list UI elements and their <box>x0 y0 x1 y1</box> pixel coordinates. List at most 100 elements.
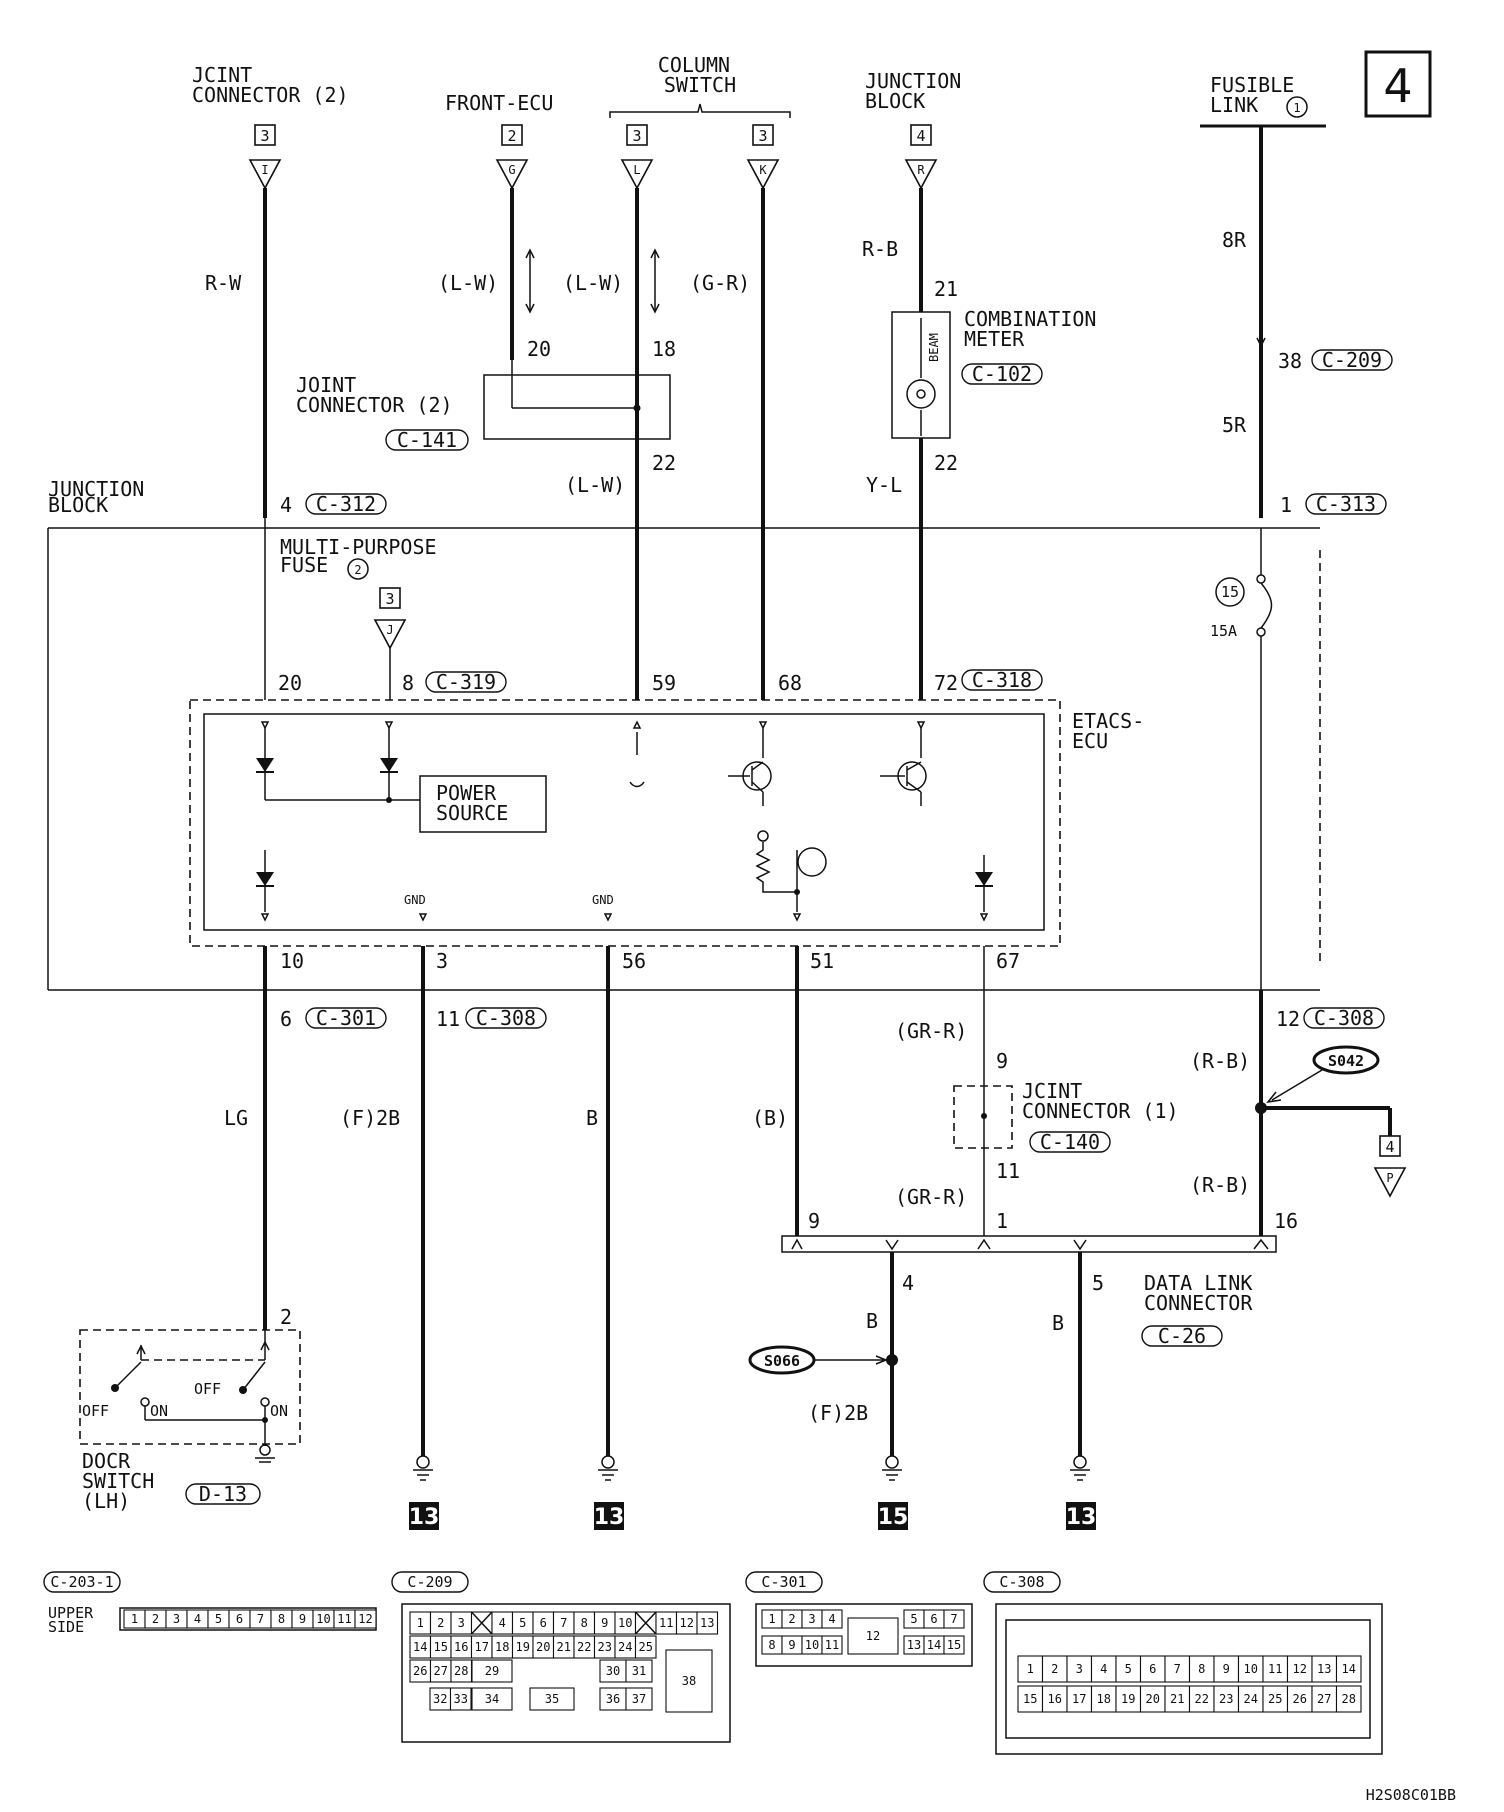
source-column-switch: COLUMN SWITCH 3 L 3 K <box>609 53 791 190</box>
jc1-line2: CONNECTOR (1) <box>1022 1099 1179 1123</box>
c209-pin: 9 <box>601 1616 608 1630</box>
source-jcint-connector-2: JCINT CONNECTOR (2) 3 I <box>192 63 349 190</box>
wire-color: (R-B) <box>1190 1049 1250 1073</box>
svg-text:C-203-1: C-203-1 <box>50 1573 113 1591</box>
c209-cell <box>665 1649 713 1713</box>
c301-pin: 9 <box>788 1638 795 1652</box>
pin: 38 <box>1278 349 1302 373</box>
wire-color: B <box>866 1309 878 1333</box>
pin: 16 <box>1274 1209 1298 1233</box>
c308-cell <box>1335 1685 1362 1713</box>
svg-text:3: 3 <box>385 590 394 608</box>
c209-pin: 32 <box>433 1692 447 1706</box>
wire-color: 5R <box>1222 413 1247 437</box>
c209-blank <box>470 1611 493 1635</box>
wire-color: (F)2B <box>340 1106 400 1130</box>
source-letter: R <box>917 163 925 177</box>
wire-color: (GR-R) <box>895 1185 967 1209</box>
source-front-ecu: FRONT-ECU 2 G <box>445 91 553 190</box>
wire-color: (F)2B <box>808 1401 868 1425</box>
c301-pin: 5 <box>910 1612 917 1626</box>
source-letter: L <box>633 163 640 177</box>
pin: 4 <box>902 1271 914 1295</box>
c209-pin: 11 <box>659 1616 673 1630</box>
splice-label: S042 <box>1328 1052 1364 1070</box>
c209-pin: 7 <box>560 1616 567 1630</box>
ds-line2: SWITCH <box>82 1469 154 1493</box>
wire-color: Y-L <box>866 473 902 497</box>
c308-cell <box>1017 1655 1044 1683</box>
fuse-num: 15 <box>1221 583 1239 601</box>
wire-color: B <box>586 1106 598 1130</box>
mpf-line2: FUSE <box>280 553 328 577</box>
c209-pin: 29 <box>485 1664 499 1678</box>
c308-pin: 9 <box>1223 1662 1230 1676</box>
svg-text:C-301: C-301 <box>761 1573 806 1591</box>
c301-pin: 3 <box>808 1612 815 1626</box>
pin: 72 <box>934 671 958 695</box>
pin: 10 <box>280 949 304 973</box>
c308-pin: 7 <box>1174 1662 1181 1676</box>
mpf-line1: MULTI-PURPOSE <box>280 535 437 559</box>
conn-ref: C-312 <box>316 492 376 516</box>
signal-arrows <box>525 248 660 314</box>
c209-pin: 13 <box>700 1616 714 1630</box>
c308-cell <box>1017 1685 1044 1713</box>
c203-pin: 6 <box>236 1612 243 1626</box>
c308-pin: 14 <box>1342 1662 1356 1676</box>
c308-cell <box>1286 1685 1313 1713</box>
c203-side2: SIDE <box>48 1618 84 1636</box>
c209-pin: 38 <box>682 1674 696 1688</box>
svg-text:OFF: OFF <box>82 1402 109 1420</box>
conn-ref: C-140 <box>1040 1130 1100 1154</box>
wire-color: (GR-R) <box>895 1019 967 1043</box>
jcint-connector-1: 9 11 JCINT CONNECTOR (1) C-140 <box>953 1049 1179 1183</box>
splice-label: S066 <box>764 1352 800 1370</box>
source-line2: CONNECTOR (2) <box>192 83 349 107</box>
cm-line2: METER <box>964 327 1025 351</box>
c308-pin: 6 <box>1149 1662 1156 1676</box>
c209-cell <box>529 1687 575 1711</box>
pin: 21 <box>934 277 958 301</box>
c209-pin: 8 <box>581 1616 588 1630</box>
wire-color: (R-B) <box>1190 1173 1250 1197</box>
c209-blank <box>634 1611 657 1635</box>
c308-cell <box>1286 1655 1313 1683</box>
jb-line1: JUNCTION <box>48 477 144 501</box>
c308-pin: 17 <box>1072 1692 1086 1706</box>
c308-pin: 18 <box>1097 1692 1111 1706</box>
c203-pin: 3 <box>173 1612 180 1626</box>
c209-pin: 25 <box>639 1640 653 1654</box>
c301-cell <box>847 1617 899 1655</box>
svg-text:J: J <box>386 623 393 637</box>
c301-pin: 1 <box>768 1612 775 1626</box>
beam-label: BEAM <box>927 333 941 362</box>
wire-color: B <box>1052 1311 1064 1335</box>
wire-color: (G-R) <box>690 271 750 295</box>
c301-pin: 2 <box>788 1612 795 1626</box>
splice-s066: S066 <box>748 1345 898 1375</box>
c301-pin: 12 <box>866 1629 880 1643</box>
c308-pin: 24 <box>1244 1692 1258 1706</box>
source-page: 2 <box>507 127 516 145</box>
c308-pin: 10 <box>1244 1662 1258 1676</box>
c209-pin: 17 <box>475 1640 489 1654</box>
c209-pin: 24 <box>618 1640 632 1654</box>
pin: 5 <box>1092 1271 1104 1295</box>
wire-color: (L-W) <box>565 473 625 497</box>
c308-cell <box>1139 1655 1166 1683</box>
conn-ref: D-13 <box>199 1482 247 1506</box>
etacs-line2: ECU <box>1072 729 1108 753</box>
source-label: FRONT-ECU <box>445 91 553 115</box>
fusible-line1: FUSIBLE <box>1210 73 1294 97</box>
mpf-num: 2 <box>354 563 361 577</box>
conn-ref: C-301 <box>316 1006 376 1030</box>
page-number-box: 4 <box>1364 50 1432 118</box>
c209-pin: 19 <box>516 1640 530 1654</box>
svg-text:C-308: C-308 <box>999 1573 1044 1591</box>
conn-ref: C-308 <box>1314 1006 1374 1030</box>
pin: 6 <box>280 1007 292 1031</box>
c209-cell <box>471 1687 513 1711</box>
